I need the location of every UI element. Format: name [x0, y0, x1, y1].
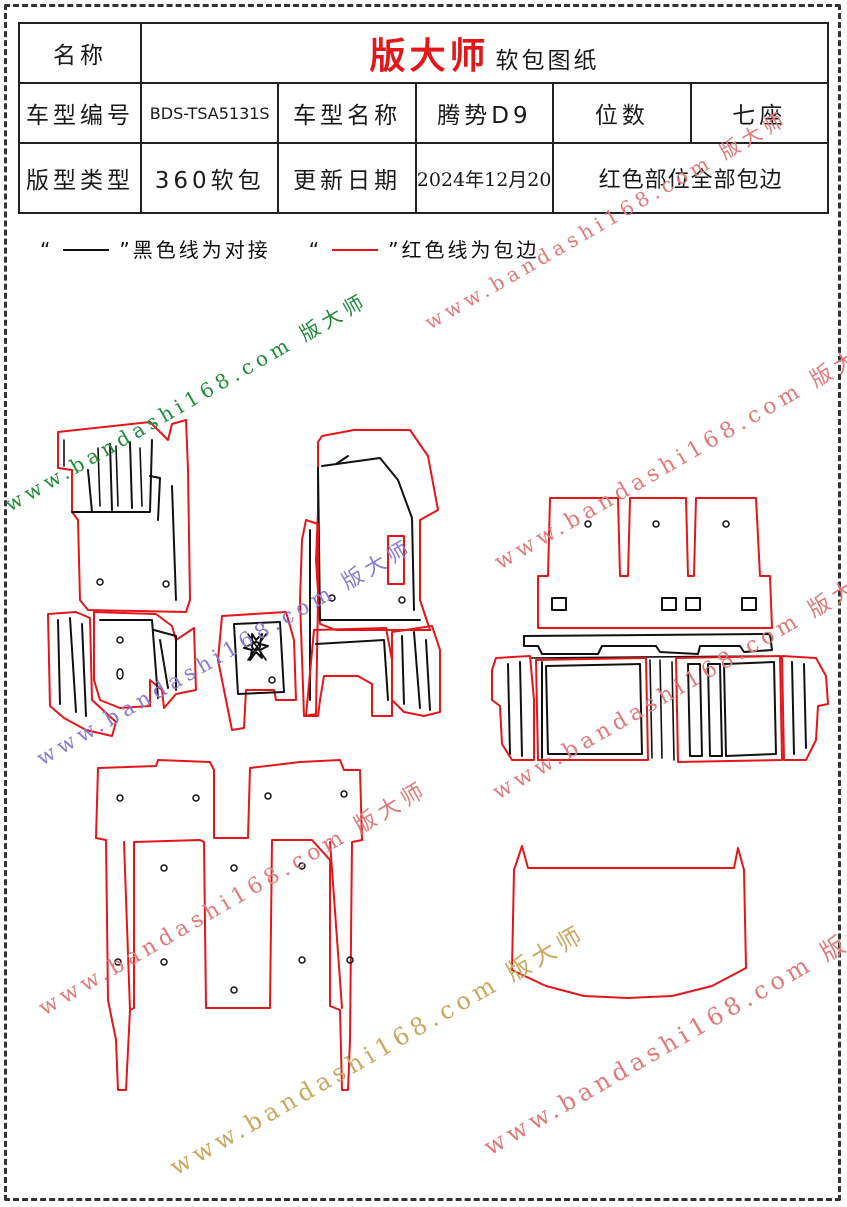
legend-black-line	[63, 248, 110, 251]
front-right-sill-piece	[391, 625, 441, 717]
watermark-red-br: www.bandashi168.com 版大师	[479, 899, 847, 1161]
legend-red-line	[332, 248, 379, 251]
third-row-right-center-piece	[675, 655, 783, 763]
model-name: 腾势D9	[414, 82, 555, 144]
seats-label: 位数	[552, 82, 692, 144]
info-table: 名称 版大师软包图纸 车型编号 BDS-TSA5131S 车型名称 腾势D9 位…	[18, 22, 830, 214]
seats-value: 七座	[689, 82, 830, 144]
brand-title: 版大师	[369, 36, 490, 77]
pattern-type-label: 版型类型	[18, 142, 142, 214]
third-row-left-side-piece	[491, 655, 535, 761]
update-date-label: 更新日期	[277, 142, 417, 214]
third-row-floor-piece	[537, 497, 773, 629]
front-left-floor-piece	[57, 419, 191, 613]
binding-note: 红色部位全部包边	[552, 142, 829, 214]
model-code-label: 车型编号	[18, 82, 142, 144]
middle-floor-piece	[95, 759, 363, 1091]
front-right-floor-piece	[315, 429, 439, 631]
third-row-right-side-piece	[781, 655, 829, 761]
line-legend: “ ”黑色线为对接 “ ”红色线为包边	[40, 234, 540, 263]
page-border	[4, 4, 841, 1201]
front-left-footwell-piece	[93, 611, 197, 709]
legend-red-open: “	[308, 238, 323, 262]
watermark-red-bottom: www.bandashi168.com 版大师	[35, 777, 433, 1021]
watermark-olive-bottom: www.bandashi168.com 版大师	[165, 919, 591, 1181]
title-cell: 版大师软包图纸	[140, 22, 829, 84]
model-code: BDS-TSA5131S	[139, 82, 280, 144]
third-row-center-piece	[535, 657, 675, 761]
trunk-piece	[511, 845, 747, 999]
name-label: 名称	[18, 22, 142, 84]
legend-red-text: ”红色线为包边	[388, 238, 540, 262]
legend-black-open: “	[40, 238, 54, 262]
model-name-label: 车型名称	[277, 82, 417, 144]
legend-black-text: ”黑色线为对接	[119, 238, 271, 262]
front-left-sill-piece	[47, 611, 117, 737]
watermark-layer: www.bandashi168.com 版大师 www.bandashi168.…	[1, 106, 847, 1181]
doc-type: 软包图纸	[495, 48, 600, 74]
update-date: 2024年12月20日	[414, 142, 555, 214]
watermark-red-right: www.bandashi168.com 版大师	[491, 331, 847, 575]
watermark-red-top: www.bandashi168.com 版大师	[421, 106, 793, 334]
pattern-type: 360软包	[139, 142, 280, 214]
front-right-footwell-piece	[305, 627, 393, 717]
watermark-green: www.bandashi168.com 版大师	[1, 288, 373, 516]
center-console-piece	[217, 611, 297, 731]
